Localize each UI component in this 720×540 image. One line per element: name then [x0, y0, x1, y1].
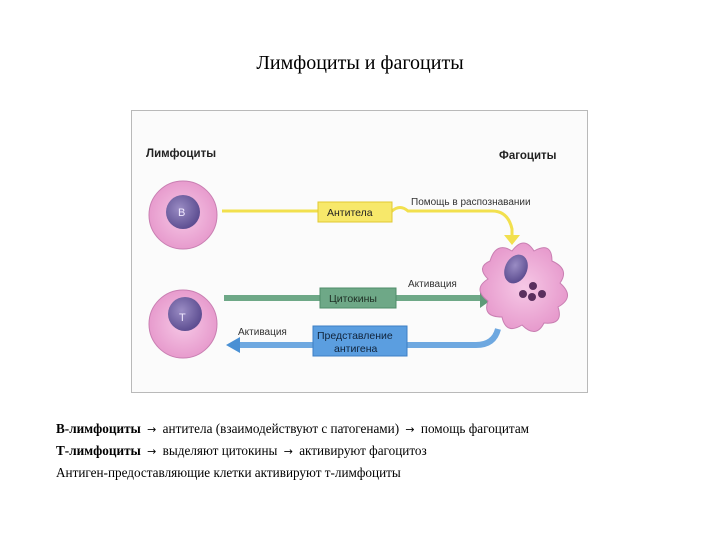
caption-line-t-cells: Т-лимфоциты → выделяют цитокины → активи…	[56, 440, 696, 462]
arrow-symbol: →	[144, 445, 159, 458]
t-lymphocyte-cell: T	[149, 290, 217, 358]
caption: В-лимфоциты → антитела (взаимодействуют …	[56, 418, 696, 483]
t-cells-cytokines-text: выделяют цитокины	[163, 443, 278, 458]
t-cell-letter: T	[179, 312, 186, 324]
arrow-symbol: →	[281, 445, 296, 458]
lymphocytes-heading: Лимфоциты	[146, 148, 216, 160]
t-cells-phagocytosis-text: активируют фагоцитоз	[299, 443, 427, 458]
antigen-presentation-label-1: Представление	[317, 330, 393, 342]
caption-line-apc: Антиген-предоставляющие клетки активирую…	[56, 462, 696, 483]
diagram-figure: Лимфоциты Фагоциты B T Антитела Помощь в…	[131, 110, 588, 393]
cytokines-label: Цитокины	[329, 293, 377, 305]
b-lymphocyte-cell: B	[149, 181, 217, 249]
phagocyte-cell	[480, 243, 568, 332]
slide-title: Лимфоциты и фагоциты	[0, 52, 720, 75]
arrow-symbol: →	[144, 423, 159, 436]
activation-right-label: Активация	[408, 279, 457, 290]
caption-line-b-cells: В-лимфоциты → антитела (взаимодействуют …	[56, 418, 696, 440]
recognition-help-label: Помощь в распознавании	[411, 197, 531, 208]
activation-left-label: Активация	[238, 327, 287, 338]
b-cell-letter: B	[178, 207, 185, 219]
arrow-symbol: →	[402, 423, 417, 436]
phagocytes-heading: Фагоциты	[499, 150, 557, 162]
cytokines-arrow: Цитокины	[224, 288, 494, 308]
b-cells-help-text: помощь фагоцитам	[421, 421, 529, 436]
t-cells-term: Т-лимфоциты	[56, 443, 141, 458]
b-cells-antibodies-text: антитела (взаимодействуют с патогенами)	[163, 421, 399, 436]
antigen-presentation-label-2: антигена	[334, 343, 378, 355]
antibodies-label: Антитела	[327, 207, 373, 219]
b-cells-term: В-лимфоциты	[56, 421, 141, 436]
antibodies-arrow: Антитела	[222, 202, 520, 245]
